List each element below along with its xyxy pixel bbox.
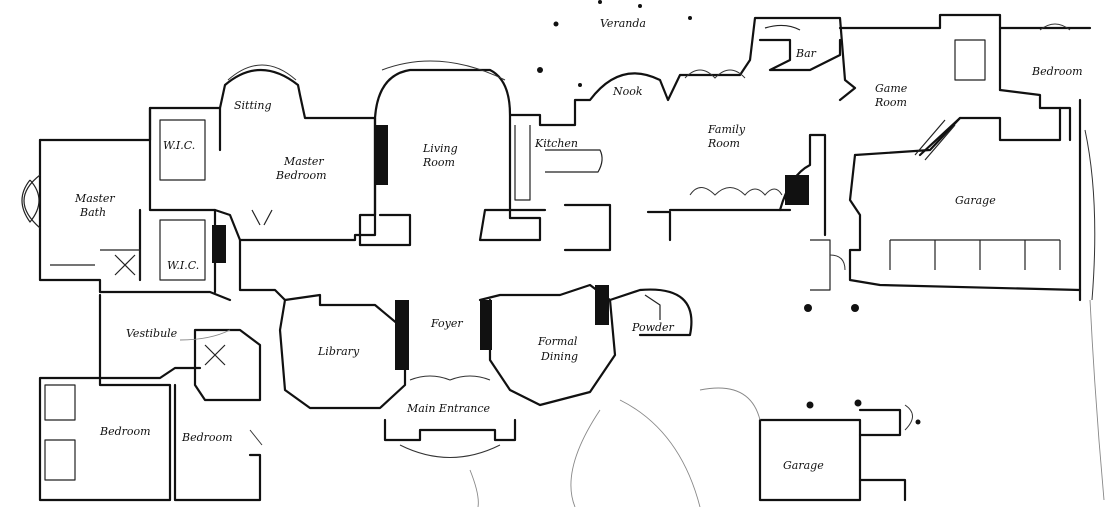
garage-main-label: Garage — [955, 194, 996, 207]
main-entrance-label: Main Entrance — [407, 402, 491, 415]
veranda-label: Veranda — [600, 17, 646, 30]
kitchen-family-walls — [478, 16, 857, 252]
living-room-walls — [358, 60, 512, 247]
master-bedroom-walls — [213, 64, 377, 242]
master-bedroom-label-1: Master — [284, 155, 324, 168]
game-room-label-2: Room — [875, 96, 907, 109]
master-bedroom-label-2: Bedroom — [276, 169, 327, 182]
wic-bottom-label: W.I.C. — [167, 259, 200, 272]
living-room-label-2: Room — [423, 156, 455, 169]
family-room-label-2: Room — [708, 137, 740, 150]
bedroom-ne-label: Bedroom — [1032, 65, 1083, 78]
formal-dining-label-2: Dining — [541, 350, 579, 363]
game-room-label-1: Game — [875, 82, 908, 95]
family-room-label-1: Family — [708, 123, 746, 136]
bar-walls — [758, 13, 1092, 142]
foyer-label: Foyer — [431, 317, 463, 330]
bedroom-sw-label: Bedroom — [100, 425, 151, 438]
library-label: Library — [318, 345, 360, 358]
master-bath-label-2: Bath — [80, 206, 107, 219]
bedroom-s-label: Bedroom — [182, 431, 233, 444]
formal-dining-label-1: Formal — [538, 335, 578, 348]
bedroom-wing-walls — [38, 293, 263, 502]
kitchen-label: Kitchen — [535, 137, 578, 150]
nook-label: Nook — [613, 85, 643, 98]
living-room-label-1: Living — [423, 142, 458, 155]
landscape-dots — [537, 0, 921, 425]
wic-top-label: W.I.C. — [163, 139, 196, 152]
master-bath-label-1: Master — [75, 192, 115, 205]
powder-label: Powder — [632, 321, 674, 334]
master-suite-walls — [21, 106, 232, 302]
sitting-label: Sitting — [234, 99, 272, 112]
vestibule-label: Vestibule — [126, 327, 178, 340]
landscape-lines — [179, 299, 1105, 507]
garage-walls — [810, 98, 1096, 302]
small-garage-walls — [758, 404, 913, 502]
garage-small-label: Garage — [783, 459, 824, 472]
bar-label: Bar — [796, 47, 816, 60]
foyer-walls — [238, 238, 693, 458]
